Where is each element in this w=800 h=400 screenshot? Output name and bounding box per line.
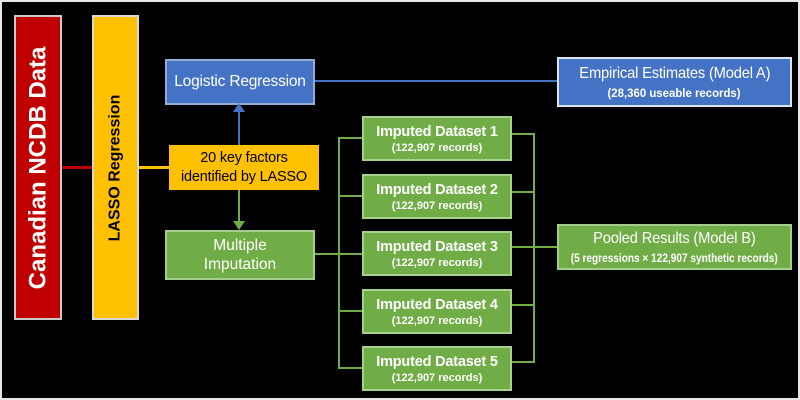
connector-left-stub-2 [338, 195, 362, 197]
connector-source-to-lasso [62, 166, 92, 169]
imputed-dataset-1-subtitle: (122,907 records) [391, 141, 483, 154]
connector-right-stub-5 [512, 361, 535, 363]
node-logistic-regression: Logistic Regression [165, 59, 315, 105]
imputed-dataset-1-title: Imputed Dataset 1 [376, 123, 498, 140]
connector-left-stub-5 [338, 367, 362, 369]
empirical-estimates-subtitle: (28,360 useable records) [607, 85, 742, 100]
key-factors-line2: identified by LASSO [181, 168, 307, 185]
imputed-dataset-2-title: Imputed Dataset 2 [376, 181, 498, 198]
arrowhead-up-icon [233, 103, 245, 112]
multiple-imputation-line1: Multiple [213, 236, 267, 254]
connector-right-trunk [533, 133, 535, 363]
imputed-dataset-3-title: Imputed Dataset 3 [376, 238, 498, 255]
node-lasso-regression: LASSO Regression [92, 15, 139, 320]
connector-logistic-to-empirical [315, 80, 557, 82]
pooled-results-subtitle: (5 regressions × 122,907 synthetic recor… [570, 250, 779, 265]
multiple-imputation-line2: Imputation [203, 256, 277, 273]
pooled-results-title: Pooled Results (Model B) [593, 229, 756, 247]
node-imputed-dataset-1: Imputed Dataset 1 (122,907 records) [362, 116, 512, 161]
node-pooled-results: Pooled Results (Model B) (5 regressions … [557, 224, 792, 270]
imputed-dataset-4-title: Imputed Dataset 4 [376, 296, 498, 313]
connector-factors-to-logistic [238, 111, 240, 145]
node-imputed-dataset-4: Imputed Dataset 4 (122,907 records) [362, 289, 512, 334]
imputed-dataset-5-title: Imputed Dataset 5 [376, 353, 498, 370]
node-imputed-dataset-3: Imputed Dataset 3 (122,907 records) [362, 231, 512, 276]
connector-left-stub-1 [338, 137, 362, 139]
imputed-dataset-2-subtitle: (122,907 records) [391, 199, 483, 212]
connector-right-stub-2 [512, 191, 535, 193]
key-factors-line1: 20 key factors [200, 150, 288, 167]
node-canadian-ncdb-data: Canadian NCDB Data [14, 15, 62, 320]
connector-right-stub-4 [512, 304, 535, 306]
connector-factors-to-imputation [238, 190, 240, 221]
node-imputed-dataset-5: Imputed Dataset 5 (122,907 records) [362, 346, 512, 391]
node-logistic-regression-label: Logistic Regression [174, 73, 306, 90]
node-imputed-dataset-2: Imputed Dataset 2 (122,907 records) [362, 174, 512, 219]
imputed-dataset-4-subtitle: (122,907 records) [391, 314, 483, 327]
connector-left-trunk [338, 137, 340, 369]
imputed-dataset-5-subtitle: (122,907 records) [391, 371, 483, 384]
connector-right-stub-3 [512, 246, 535, 248]
node-canadian-ncdb-data-label: Canadian NCDB Data [24, 46, 51, 289]
imputed-dataset-3-subtitle: (122,907 records) [391, 256, 483, 269]
connector-pooled-feed [533, 246, 557, 248]
node-empirical-estimates: Empirical Estimates (Model A) (28,360 us… [557, 57, 792, 107]
node-multiple-imputation: Multiple Imputation [165, 230, 315, 280]
node-key-factors: 20 key factors identified by LASSO [169, 145, 319, 190]
connector-left-stub-4 [338, 310, 362, 312]
connector-lasso-to-factors [139, 166, 169, 169]
connector-right-stub-1 [512, 133, 535, 135]
empirical-estimates-title: Empirical Estimates (Model A) [579, 64, 770, 82]
node-lasso-regression-label: LASSO Regression [106, 94, 124, 241]
arrowhead-down-icon [233, 221, 245, 230]
